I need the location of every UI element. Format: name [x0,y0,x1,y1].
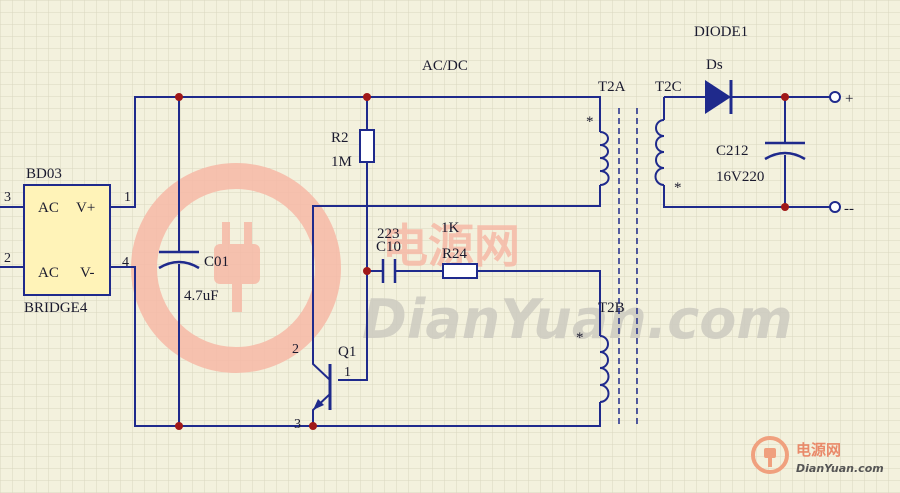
watermark-english: DianYuan.com [362,288,793,351]
t2a-winding [599,131,610,186]
t2b-label: T2B [598,300,625,316]
c10-value: 223 [377,226,400,242]
bridge-pin1-number: 1 [124,190,131,205]
bridge-pin-ac-top: AC [38,200,59,216]
diode-designator: Ds [706,57,723,73]
c01-capacitor [158,250,200,270]
corner-logo: 电源网 DianYuan.com [751,436,884,475]
c10-designator: C10 [376,239,401,255]
r24-body [442,263,478,279]
bridge-name: BRIDGE4 [24,300,88,316]
r24-value: 1K [441,220,460,236]
c10-capacitor [381,259,397,283]
bridge-pin4-number: 4 [122,255,129,270]
watermark: 电源网 DianYuan.com [131,163,793,373]
c212-capacitor [764,141,806,161]
r2-body [359,129,375,163]
output-minus-label: -- [844,201,854,217]
r2-value: 1M [331,154,352,170]
wires [0,96,830,427]
t2b-winding [599,335,610,403]
r24-designator: R24 [442,246,468,262]
diode-ds [705,80,733,114]
output-plus-label: + [845,91,853,107]
output-plus-terminal [829,91,841,103]
q1-emitter-arrow [313,399,324,410]
output-minus-terminal [829,201,841,213]
c212-designator: C212 [716,143,749,159]
bridge-body [23,184,111,296]
corner-english: DianYuan.com [796,462,884,475]
diagram-title: AC/DC [422,58,468,74]
r2-designator: R2 [331,130,349,146]
t2c-winding [654,119,665,186]
bridge-designator: BD03 [26,166,62,182]
bridge-pin3-number: 3 [4,190,11,205]
q1-pin1-number: 1 [344,365,351,380]
bridge-pin-vminus: V- [80,265,94,281]
t2b-polarity-dot: * [576,330,584,346]
diode-title: DIODE1 [694,24,748,40]
t2c-polarity-dot: * [674,180,682,196]
bridge-pin-vplus: V+ [76,200,95,216]
corner-chinese: 电源网 [796,441,841,459]
c01-value: 4.7uF [184,288,219,304]
c01-designator: C01 [204,254,229,270]
t2a-label: T2A [598,79,626,95]
bridge-pin2-number: 2 [4,251,11,266]
q1-pin2-number: 2 [292,342,299,357]
t2c-label: T2C [655,79,682,95]
q1-designator: Q1 [338,344,356,360]
watermark-logo-ring [131,163,341,373]
t2a-polarity-dot: * [586,114,594,130]
transformer-core [618,108,638,426]
q1-pin3-number: 3 [294,417,301,432]
transformer-windings [599,108,665,426]
watermark-plug-icon [214,222,260,312]
junctions [175,93,789,430]
c212-value: 16V220 [716,169,764,185]
corner-plug-icon [751,436,789,474]
bridge-pin-ac-bottom: AC [38,265,59,281]
